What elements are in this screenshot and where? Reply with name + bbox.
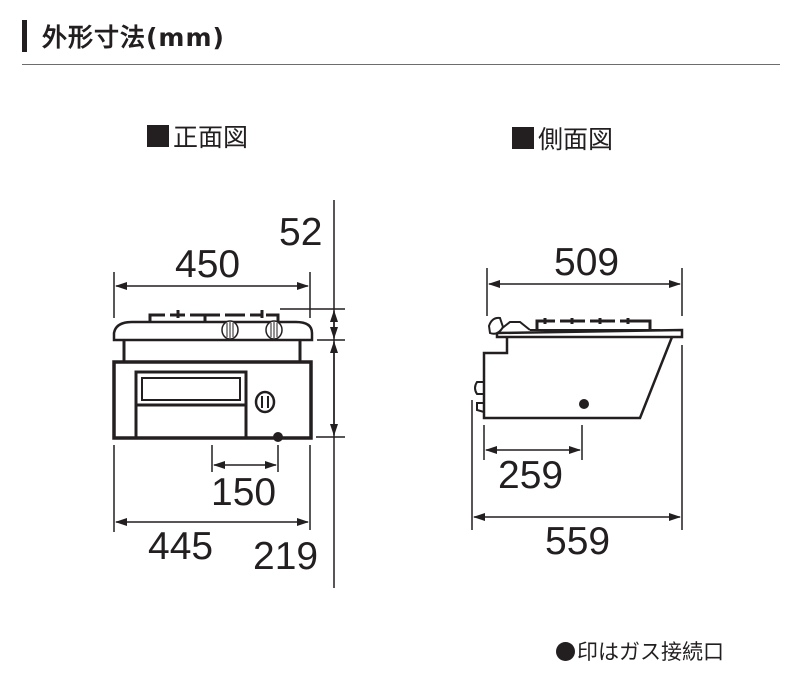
gas-inlet-marker xyxy=(579,399,589,409)
dim-total-height-label: 219 xyxy=(253,535,319,578)
dim-gas-offset-front-label: 150 xyxy=(211,471,277,514)
front-dimension-lines xyxy=(113,200,345,588)
dim-top-depth-label: 509 xyxy=(554,241,620,284)
legend-text: 印はガス接続口 xyxy=(577,640,724,664)
front-view-drawing xyxy=(112,310,314,442)
top-plate xyxy=(112,320,314,342)
dim-body-width-label: 445 xyxy=(148,525,214,568)
dim-trivet-height-label: 52 xyxy=(279,211,323,254)
square-bullet-icon xyxy=(147,125,169,147)
trivets xyxy=(148,310,280,322)
front-view-title-text: 正面図 xyxy=(173,123,249,152)
front-view-title: 正面図 xyxy=(147,118,248,154)
side-view-title-text: 側面図 xyxy=(538,125,614,154)
side-dimension-lines xyxy=(471,268,683,530)
side-view-drawing xyxy=(474,316,684,420)
section-header: 外形寸法(mm) xyxy=(22,18,225,54)
grill-knob xyxy=(254,390,276,414)
gas-inlet-dot-icon xyxy=(556,641,575,661)
side-knob xyxy=(487,316,505,335)
section-title: 外形寸法(mm) xyxy=(42,23,225,52)
dim-top-width-label: 450 xyxy=(175,243,241,286)
legend: 印はガス接続口 xyxy=(556,636,724,666)
dim-gas-offset-side-label: 259 xyxy=(498,454,564,497)
dim-total-depth-label: 559 xyxy=(545,520,611,563)
square-bullet-icon xyxy=(512,127,534,149)
side-view-title: 側面図 xyxy=(512,120,613,156)
header-accent-bar xyxy=(22,20,27,52)
gas-inlet-marker xyxy=(273,432,283,442)
header-divider xyxy=(22,64,780,65)
